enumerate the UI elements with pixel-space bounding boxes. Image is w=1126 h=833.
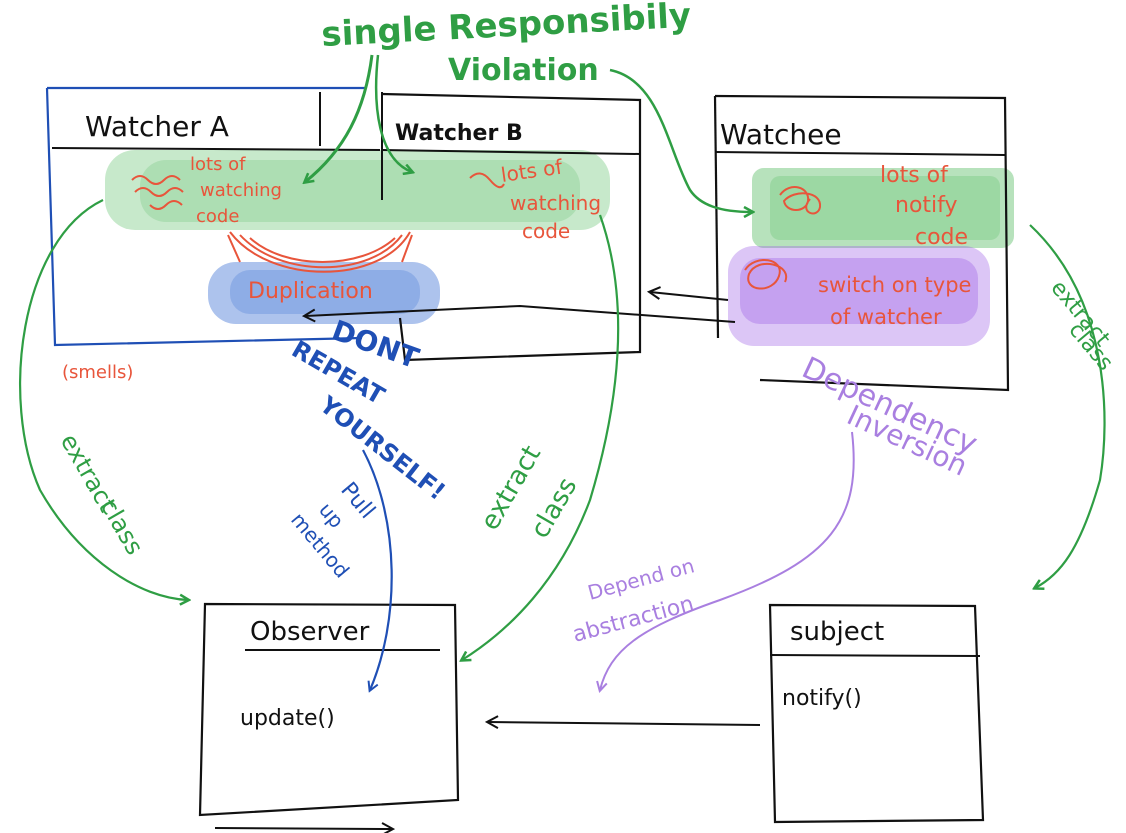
watchee-to-watcher-a-arrow — [305, 304, 736, 323]
duplication-highlight — [208, 262, 440, 324]
watching-a-line3: code — [196, 206, 239, 227]
notify-line1: lots of — [880, 163, 949, 188]
watching-b-line3: code — [522, 219, 570, 243]
watcher-a-title: Watcher A — [85, 110, 229, 143]
notify-code-highlight — [752, 168, 1014, 248]
duplication-label: Duplication — [248, 279, 373, 304]
observer-method: update() — [240, 706, 335, 731]
notify-line2: notify — [895, 193, 958, 218]
switch-line2: of watcher — [830, 305, 942, 329]
srp-arrow-a — [305, 54, 374, 182]
subject-box — [768, 603, 985, 824]
watching-code-highlight — [105, 150, 610, 230]
watcher-b-title: Watcher B — [395, 121, 523, 146]
subject-method: notify() — [782, 686, 862, 711]
watchee-box — [713, 94, 1010, 392]
switch-highlight — [728, 246, 990, 346]
subject-to-observer-arrow — [488, 722, 761, 725]
dry-line3: YOURSELF! — [314, 390, 451, 506]
extract-class-left-arrow — [19, 199, 188, 600]
srp-label-line2: Violation — [448, 53, 599, 88]
extract-right-line2: class — [1063, 318, 1117, 376]
extract-left-line2: class — [95, 494, 149, 560]
watching-b-line2: watching — [510, 191, 601, 215]
pull-up-method-arrow — [362, 449, 393, 690]
srp-label-line1: single Responsibily — [320, 0, 692, 55]
observer-title: Observer — [250, 617, 370, 647]
extract-class-mid-arrow — [462, 214, 620, 660]
scribble-icon — [131, 172, 822, 290]
watching-a-line2: watching — [200, 180, 282, 201]
watchee-title: Watchee — [720, 118, 842, 151]
extract-class-right-arrow — [1029, 224, 1106, 588]
watching-a-line1: lots of — [190, 154, 246, 175]
watcher-a-box — [45, 86, 381, 347]
observer-box — [198, 602, 460, 829]
duplication-bracket — [227, 231, 413, 273]
switch-line1: switch on type — [818, 273, 971, 297]
srp-arrow-b — [374, 54, 412, 172]
notify-line3: code — [915, 225, 968, 250]
dependency-inversion-arrow — [600, 431, 855, 690]
watchee-to-watcher-arrow — [650, 292, 729, 301]
smells-label: (smells) — [62, 362, 133, 383]
watcher-b-box — [381, 92, 642, 362]
srp-arrow-watchee — [609, 68, 752, 212]
subject-title: subject — [790, 617, 884, 647]
